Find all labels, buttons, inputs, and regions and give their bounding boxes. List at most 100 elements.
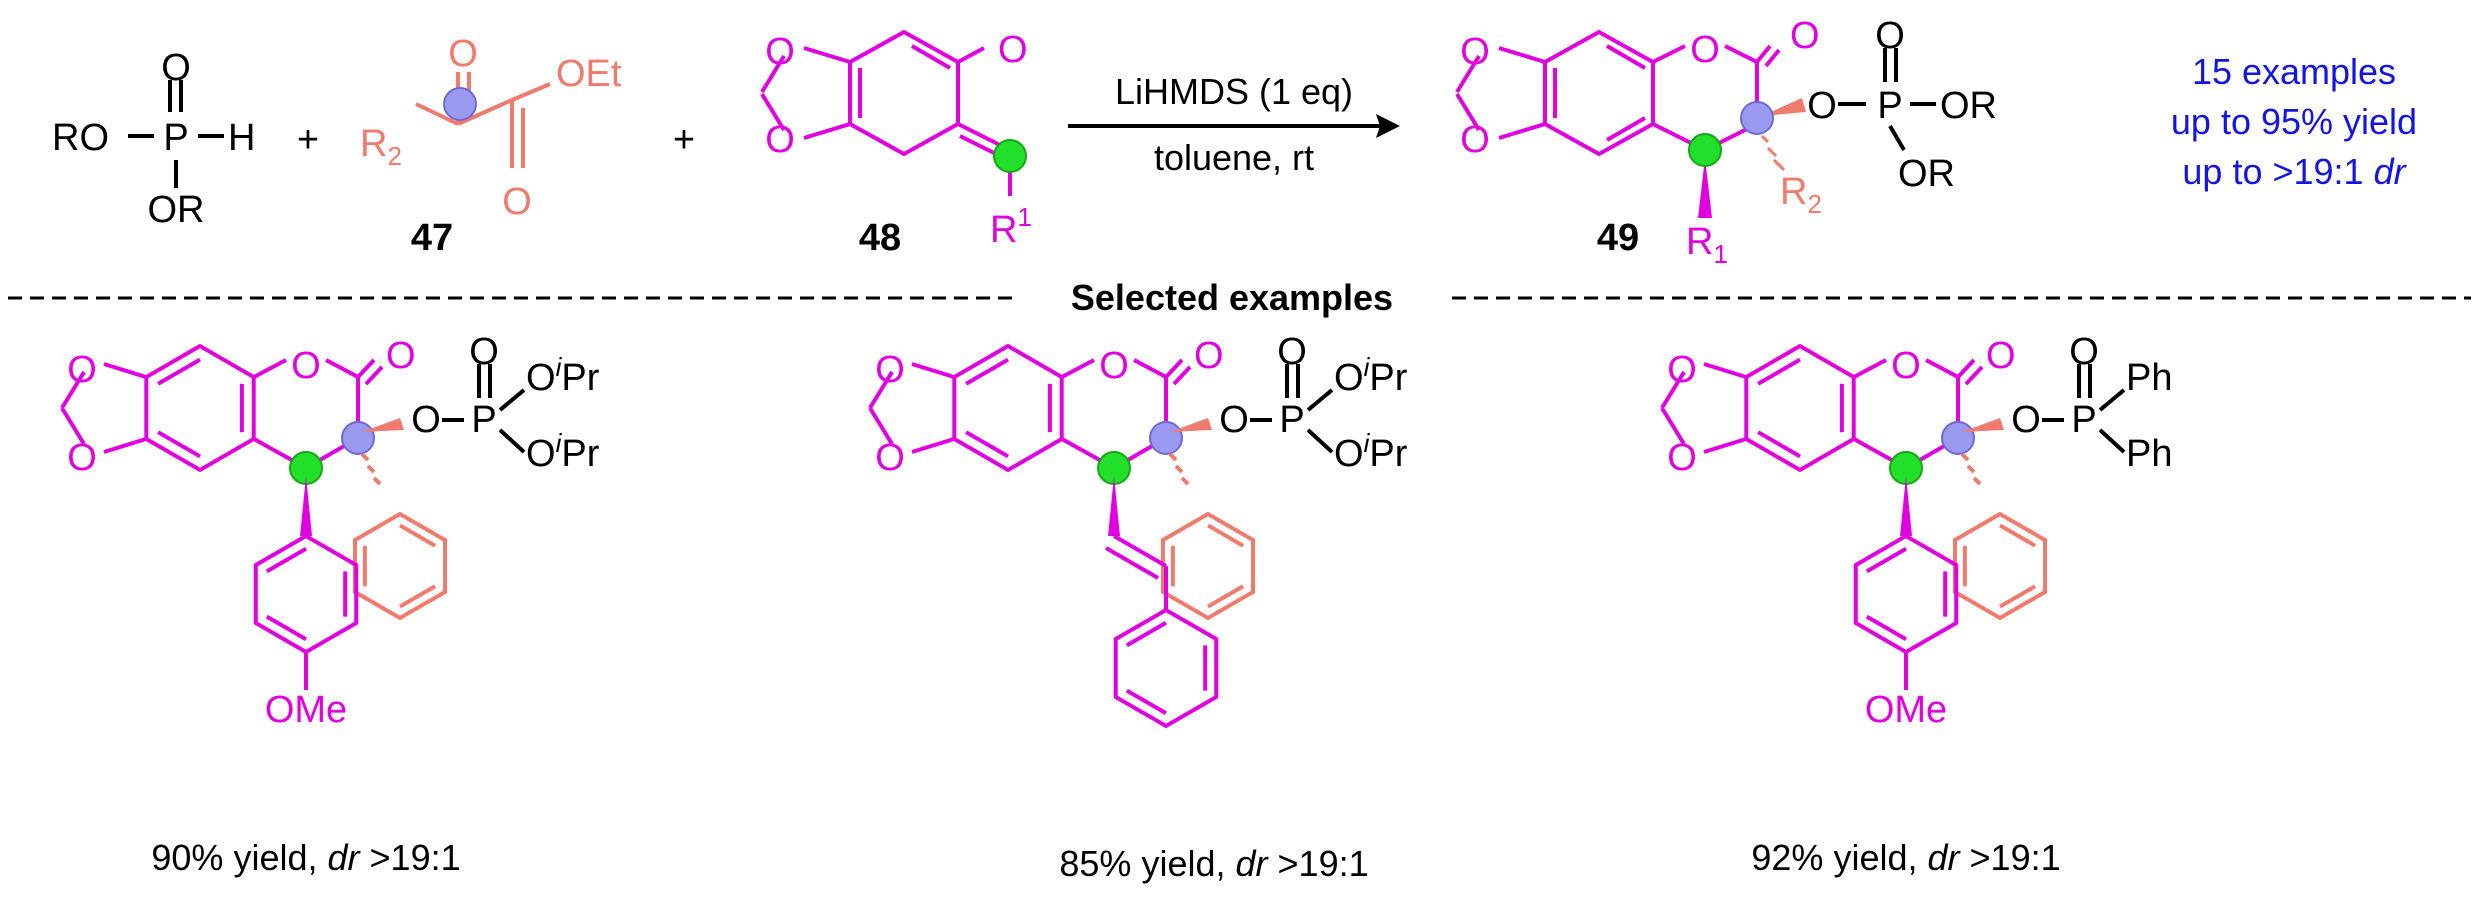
compound-48-label: 48 (859, 217, 901, 259)
example-highlight-blue (1149, 421, 1183, 455)
example-lactone-bond (325, 358, 359, 379)
example-lactone-bond (1925, 358, 1959, 379)
example-benzo-ring-double-bond (157, 430, 201, 459)
compound-47-label: 47 (411, 217, 453, 259)
example-lactone-bond (1133, 358, 1167, 379)
quinone-methide-reagent (760, 29, 1012, 196)
product-wedge-o (1762, 98, 1806, 116)
product-or2: OR (1898, 153, 1955, 195)
product-o-double: O (1875, 15, 1905, 57)
product-r2-bond (1760, 134, 1786, 172)
summary-yield: up to 95% yield (2171, 101, 2417, 142)
example-phenyl-ring (1160, 511, 1256, 621)
example-phenyl-ring (1952, 511, 2048, 621)
example-aryl-ring (1853, 533, 1959, 655)
example-dioxole-bond (103, 437, 147, 454)
example-phenyl-ring-double-bond (398, 523, 437, 548)
example-aryl-ring-double-bond (1865, 547, 1908, 574)
product-o-lactone: O (1690, 29, 1720, 71)
example-p-sub-bond (1306, 428, 1334, 454)
example-p-sub-bond (498, 428, 526, 454)
example-carbonyl-bond (1164, 358, 1184, 379)
example-dioxole-bond (103, 362, 147, 379)
example-phenyl-ring-double-bond (1998, 523, 2037, 548)
example-dioxole-bond (1660, 406, 1686, 446)
example-dioxole-bond (911, 437, 955, 454)
product-o-carbonyl: O (1790, 15, 1820, 57)
product-wedge-r1 (1698, 158, 1712, 218)
highlight-green-quinone (993, 139, 1027, 173)
example-hash-bond (360, 452, 370, 462)
example-carbonyl-bond (1956, 358, 1976, 379)
example-highlight-blue (1941, 421, 1975, 455)
example-p-double-o: O (2069, 331, 2099, 373)
example-carbonyl-bond (356, 358, 376, 379)
ketoester-r2: R2 (360, 123, 402, 171)
plus-sign-2: + (673, 119, 695, 161)
example-p: P (2071, 399, 2096, 441)
example-p-sub1: OiPr (1334, 352, 1408, 399)
example-p-o: O (1219, 399, 1249, 441)
example-dioxole-o: O (875, 349, 905, 391)
example-p-sub-bond (1306, 388, 1334, 412)
example-hash-bond (366, 464, 376, 474)
phosphite-p: P (163, 117, 188, 159)
example-phenyl-ring-double-bond (1206, 584, 1245, 609)
product-o-ring2: O (1460, 119, 1490, 161)
example-p: P (471, 399, 496, 441)
example-vinyl-bond (1105, 546, 1159, 580)
example-vinyl-bond (1113, 534, 1167, 568)
quinone-r1: R1 (990, 202, 1032, 251)
example-caption: 85% yield, dr >19:1 (1059, 843, 1368, 884)
example-wedge-o (1962, 418, 2004, 432)
example-p-sub2: Ph (2126, 433, 2172, 475)
example-hash-bond (1960, 452, 1970, 462)
example-caption: 92% yield, dr >19:1 (1751, 837, 2060, 878)
example-highlight-blue (341, 421, 375, 455)
example-caption: 90% yield, dr >19:1 (151, 837, 460, 878)
product-r1: R1 (1686, 221, 1728, 269)
example-styryl-phenyl-double-bond (1125, 621, 1167, 648)
example-dioxole-bond (911, 362, 955, 379)
compound-49-label: 49 (1597, 217, 1639, 259)
product-o-ring1: O (1460, 31, 1490, 73)
example-wedge-o (1170, 418, 1212, 432)
example-hash-bond (1174, 464, 1184, 474)
quinone-o-ring2: O (765, 119, 795, 161)
example-ome: OMe (1865, 689, 1947, 731)
example-dioxole-bond (1703, 362, 1747, 379)
summary-dr: up to >19:1 dr (2182, 151, 2407, 192)
example-dioxole-o: O (1667, 437, 1697, 479)
example-benzo-ring-double-bond (157, 357, 201, 386)
phosphite-reagent (128, 80, 224, 188)
example-lactone-bond (253, 358, 287, 379)
example-p-double-o: O (469, 331, 499, 373)
product-49-structure (1455, 29, 1781, 157)
example-p-double-o: O (1277, 331, 1307, 373)
phosphite-or: OR (148, 189, 205, 231)
example-styryl-phenyl-double-bond (1125, 688, 1167, 715)
highlight-blue-ketoester (443, 87, 477, 121)
example-carbonyl-bond (1964, 365, 1984, 386)
phosphite-o-top: O (161, 47, 191, 89)
example-benzo-ring (144, 343, 256, 473)
example-lactone-o: O (1891, 345, 1921, 387)
example-carbonyl-bond (1172, 365, 1192, 386)
example-p-o: O (411, 399, 441, 441)
product-o-p: O (1807, 85, 1837, 127)
example-lactone-o: O (291, 345, 321, 387)
example-phenyl-ring-double-bond (1998, 584, 2037, 609)
product-or1: OR (1940, 85, 1997, 127)
example-hash-bond (372, 476, 382, 486)
example-p-sub2: OiPr (1334, 428, 1408, 475)
example-phenyl-ring-double-bond (398, 584, 437, 609)
example-benzo-ring-double-bond (965, 430, 1009, 459)
example-dioxole-bond (1703, 437, 1747, 454)
example-carbonyl-o: O (1986, 335, 2016, 377)
example-p-sub1: Ph (2126, 357, 2172, 399)
